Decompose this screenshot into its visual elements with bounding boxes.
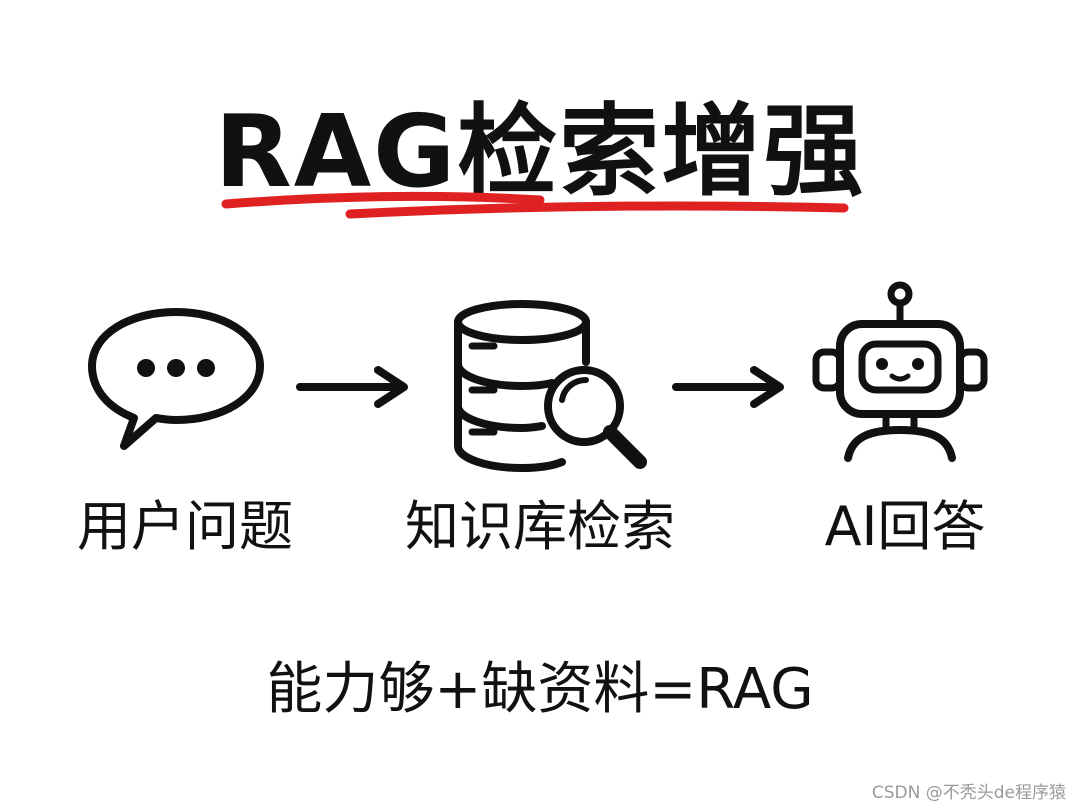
page-title: RAG检索增强 <box>214 93 866 210</box>
speech-bubble-icon <box>88 308 264 450</box>
arrow-right-icon <box>296 366 408 408</box>
database-search-icon <box>454 300 647 473</box>
step-label-user-question: 用户问题 <box>77 495 293 558</box>
step-label-ai-answer: AI回答 <box>824 495 986 558</box>
title-underline <box>221 192 849 219</box>
watermark: CSDN @不秃头de程序猿 <box>871 783 1066 803</box>
step-label-knowledge-retrieval: 知识库检索 <box>405 495 675 558</box>
arrow-right-icon <box>672 366 784 408</box>
robot-icon <box>812 281 988 462</box>
formula-caption: 能力够+缺资料=RAG <box>266 657 814 722</box>
